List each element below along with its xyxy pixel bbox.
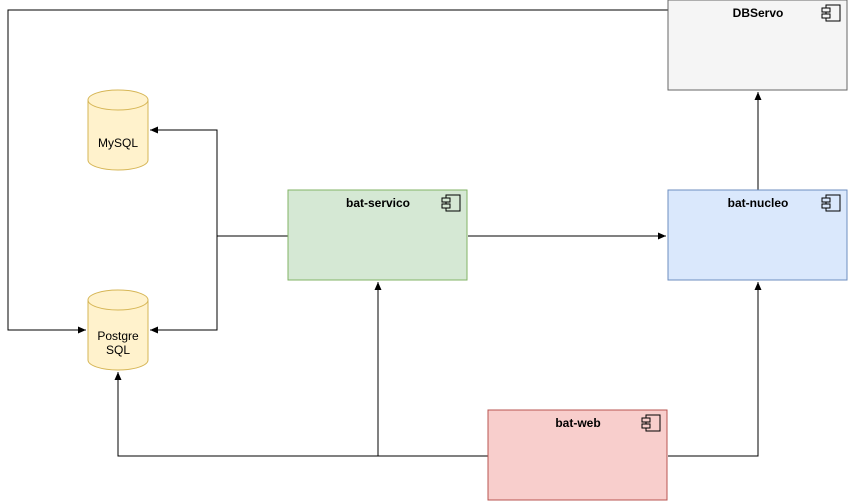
database-postgresql[interactable]: Postgre SQL (87, 289, 149, 371)
component-bat-servico-label: bat-servico (346, 196, 410, 210)
edge-web-to-postgres (114, 372, 378, 457)
component-bat-servico[interactable]: bat-servico (287, 189, 468, 281)
component-bat-web-icon (641, 414, 661, 432)
database-mysql[interactable]: MySQL (87, 89, 149, 171)
component-dbservo-label: DBServo (733, 6, 784, 20)
edge-servico-to-postgres (150, 236, 218, 334)
database-mysql-label: MySQL (98, 136, 138, 150)
component-dbservo-icon (821, 4, 841, 22)
edge-web-to-nucleo (668, 282, 762, 457)
database-postgresql-label-line2: SQL (106, 343, 130, 357)
connectors (7, 9, 762, 457)
component-bat-web-label: bat-web (555, 416, 600, 430)
edge-servico-to-mysql (150, 126, 288, 237)
component-bat-servico-icon (441, 194, 461, 212)
component-bat-nucleo-label: bat-nucleo (728, 196, 789, 210)
edge-dbservo-to-postgres (7, 9, 668, 334)
database-postgresql-label-line1: Postgre (97, 329, 139, 343)
component-bat-nucleo-icon (821, 194, 841, 212)
edge-web-to-servico (374, 282, 488, 457)
component-dbservo[interactable]: DBServo (667, 0, 848, 91)
component-bat-web[interactable]: bat-web (487, 409, 668, 501)
component-bat-nucleo[interactable]: bat-nucleo (667, 189, 848, 281)
